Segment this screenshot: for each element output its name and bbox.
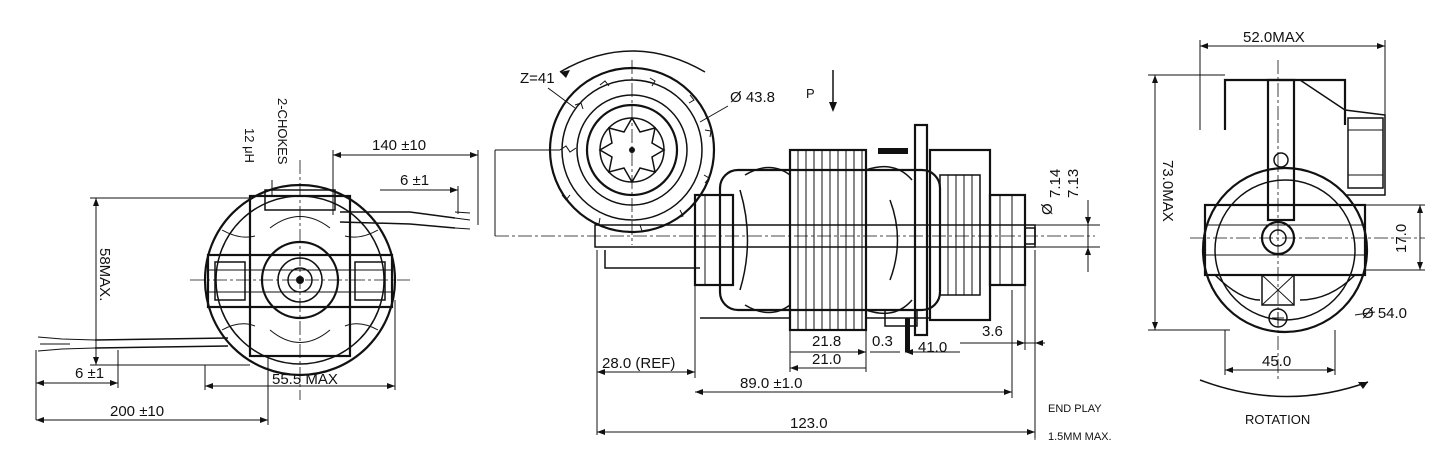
lead-length-left: 200 ±10 — [110, 403, 164, 420]
strip-right: 6 ±1 — [400, 172, 429, 189]
dim-89: 89.0 ±1.0 — [740, 375, 802, 392]
bearing-left — [693, 193, 735, 287]
end-top-cover — [1223, 78, 1347, 130]
end-rotation-arc — [1199, 379, 1369, 398]
commutator — [939, 174, 981, 296]
strip-left: 6 ±1 — [75, 365, 104, 382]
overall-length: 123.0 — [790, 415, 828, 432]
dim-3-6: 3.6 — [982, 323, 1003, 340]
end-plate — [913, 123, 929, 337]
end-post — [1266, 78, 1296, 222]
bearing-right — [988, 193, 1027, 287]
end-play-label: END PLAY — [1048, 403, 1102, 415]
end-view: 52.0MAX 73.0MAX 17.0 Ø 54.0 45.0 ROTATIO… — [1148, 29, 1425, 427]
shaft-dia-bottom: 7.13 — [1065, 169, 1082, 198]
ref-dim: 28.0 (REF) — [602, 355, 675, 372]
dim-21-8: 21.8 — [812, 333, 841, 350]
front-width: 55.5 MAX — [272, 371, 338, 388]
end-side-bushing — [1347, 117, 1384, 189]
choke-label: 2-CHOKES — [275, 98, 290, 165]
fan-rotation-arc — [559, 50, 706, 73]
front-view: 2-CHOKES 12 μH 140 ±10 6 ±1 58MAX. 6 ±1 … — [35, 98, 479, 425]
front-height: 58MAX. — [96, 248, 113, 301]
end-dim-17: 17.0 — [1393, 224, 1410, 253]
dim-0-3: 0.3 — [872, 333, 893, 350]
shaft-dia-symbol: Ø — [1039, 203, 1056, 215]
dim-41-0: 41.0 — [918, 339, 947, 356]
pressure-label: P — [806, 86, 815, 101]
teeth-count: Z=41 — [520, 70, 555, 87]
end-height: 73.0MAX — [1159, 160, 1176, 222]
stator-stack — [788, 148, 868, 332]
end-width-bottom: 45.0 — [1262, 353, 1291, 370]
end-play-value: 1.5MM MAX. — [1048, 431, 1112, 443]
fan-diameter: Ø 43.8 — [730, 89, 775, 106]
dim-21-0: 21.0 — [812, 351, 841, 368]
side-view: Z=41 Ø 43.8 P — [494, 50, 1112, 443]
choke-value: 12 μH — [242, 128, 257, 163]
end-housing — [1201, 166, 1369, 334]
front-brush-right — [354, 261, 386, 301]
end-diameter: Ø 54.0 — [1362, 305, 1407, 322]
end-width-top: 52.0MAX — [1243, 29, 1305, 46]
shaft-dia-top: 7.14 — [1047, 169, 1064, 198]
rotation-label: ROTATION — [1245, 412, 1310, 427]
lead-length-right: 140 ±10 — [372, 137, 426, 154]
front-brush-left — [214, 261, 246, 301]
